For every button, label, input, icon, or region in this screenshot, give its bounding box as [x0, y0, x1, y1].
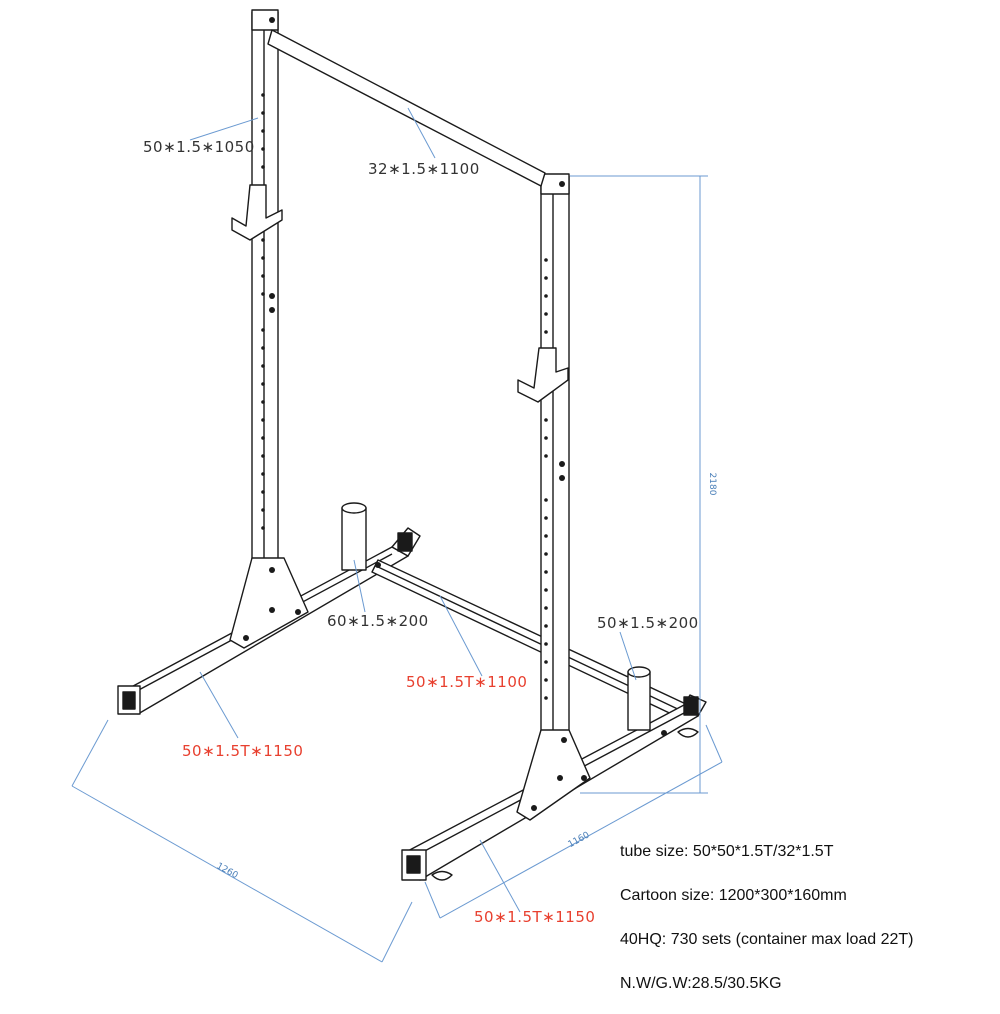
right-plate-holder-top: [627, 666, 651, 678]
right-base-foot-tab: [431, 870, 453, 881]
right-upright: [540, 175, 570, 777]
right-base-cap-back-inner: [683, 696, 699, 716]
left-base-label: 50∗1.5T∗1150: [182, 742, 303, 760]
left-plate-holder-top: [341, 502, 367, 514]
left-base-cap-back-inner: [397, 532, 413, 552]
left-j-hook: [231, 184, 283, 241]
top-bar-label: 32∗1.5∗1100: [368, 160, 480, 178]
left-base-cap-front-inner: [122, 691, 136, 710]
upright-holes: [243, 17, 667, 811]
height-dimension: 2180: [707, 473, 717, 496]
right-plate-holder: [627, 671, 651, 731]
tube-size-spec: tube size: 50*50*1.5T/32*1.5T: [620, 843, 834, 860]
top-bar: [267, 29, 546, 187]
right-base-cap-front-inner: [406, 855, 421, 874]
depth-right-dimension: 1160: [567, 830, 592, 850]
cross-bar-label: 50∗1.5T∗1100: [406, 673, 527, 691]
right-back-foot-tab: [677, 727, 699, 738]
right-j-hook: [517, 347, 569, 403]
right-holder-label: 50∗1.5∗200: [597, 614, 699, 632]
rack-frame: [117, 9, 707, 881]
weight-spec: N.W/G.W:28.5/30.5KG: [620, 975, 782, 992]
container-spec: 40HQ: 730 sets (container max load 22T): [620, 931, 914, 948]
left-upright-cap: [251, 9, 279, 31]
depth-left-dimension: 1260: [215, 861, 240, 881]
dimension-lines: [71, 175, 723, 963]
right-base-label: 50∗1.5T∗1150: [474, 908, 595, 926]
left-plate-holder: [341, 507, 367, 571]
carton-size-spec: Cartoon size: 1200*300*160mm: [620, 887, 847, 904]
right-gusset: [516, 729, 591, 821]
left-holder-label: 60∗1.5∗200: [327, 612, 429, 630]
spec-block: tube size: 50*50*1.5T/32*1.5T Cartoon si…: [620, 838, 990, 1014]
left-gusset: [229, 557, 309, 649]
leader-lines: [189, 107, 637, 913]
upright-label: 50∗1.5∗1050: [143, 138, 255, 156]
